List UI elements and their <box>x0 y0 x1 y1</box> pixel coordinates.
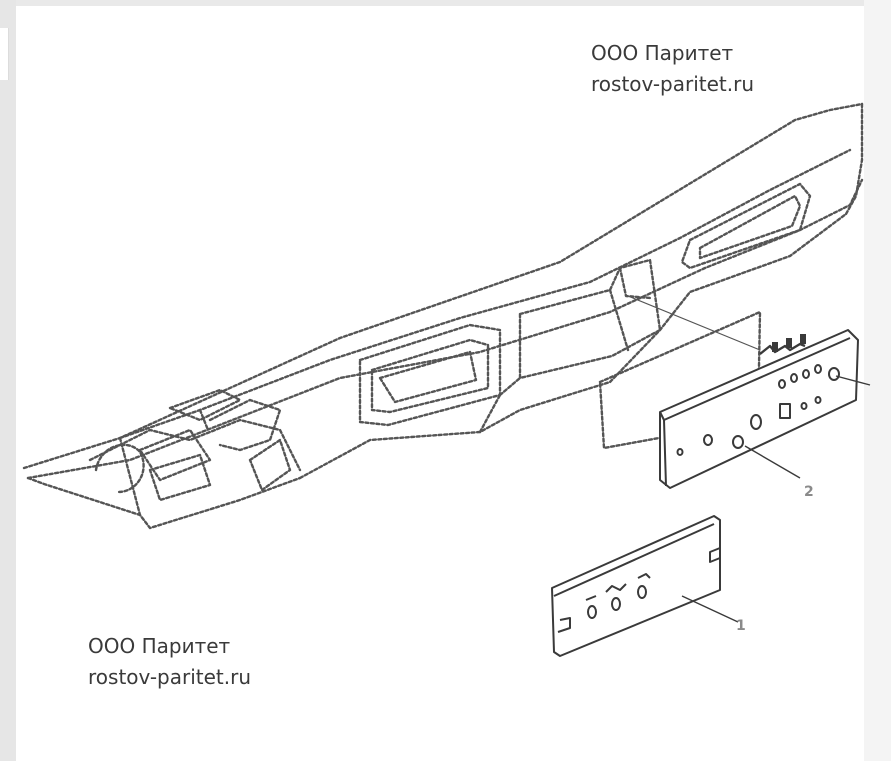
watermark-bottom-url: rostov-paritet.ru <box>88 665 252 689</box>
watermark-top-url: rostov-paritet.ru <box>591 72 755 96</box>
switch-panel-part-2 <box>659 329 871 489</box>
watermark-top: ООО Паритет rostov-paritet.ru <box>591 38 754 100</box>
watermark-bottom-company: ООО Паритет <box>88 634 231 658</box>
watermark-bottom: ООО Паритет rostov-paritet.ru <box>88 631 251 693</box>
right-border <box>864 0 891 761</box>
watermark-top-company: ООО Паритет <box>591 41 734 65</box>
left-edge-tab <box>0 28 9 80</box>
switch-plate-part-1 <box>551 515 739 657</box>
dashboard-outline <box>22 102 864 530</box>
callout-1: 1 <box>736 618 746 634</box>
top-border <box>0 0 891 6</box>
drawing-sheet <box>16 6 864 761</box>
callout-2: 2 <box>804 484 814 500</box>
left-border <box>0 0 16 761</box>
